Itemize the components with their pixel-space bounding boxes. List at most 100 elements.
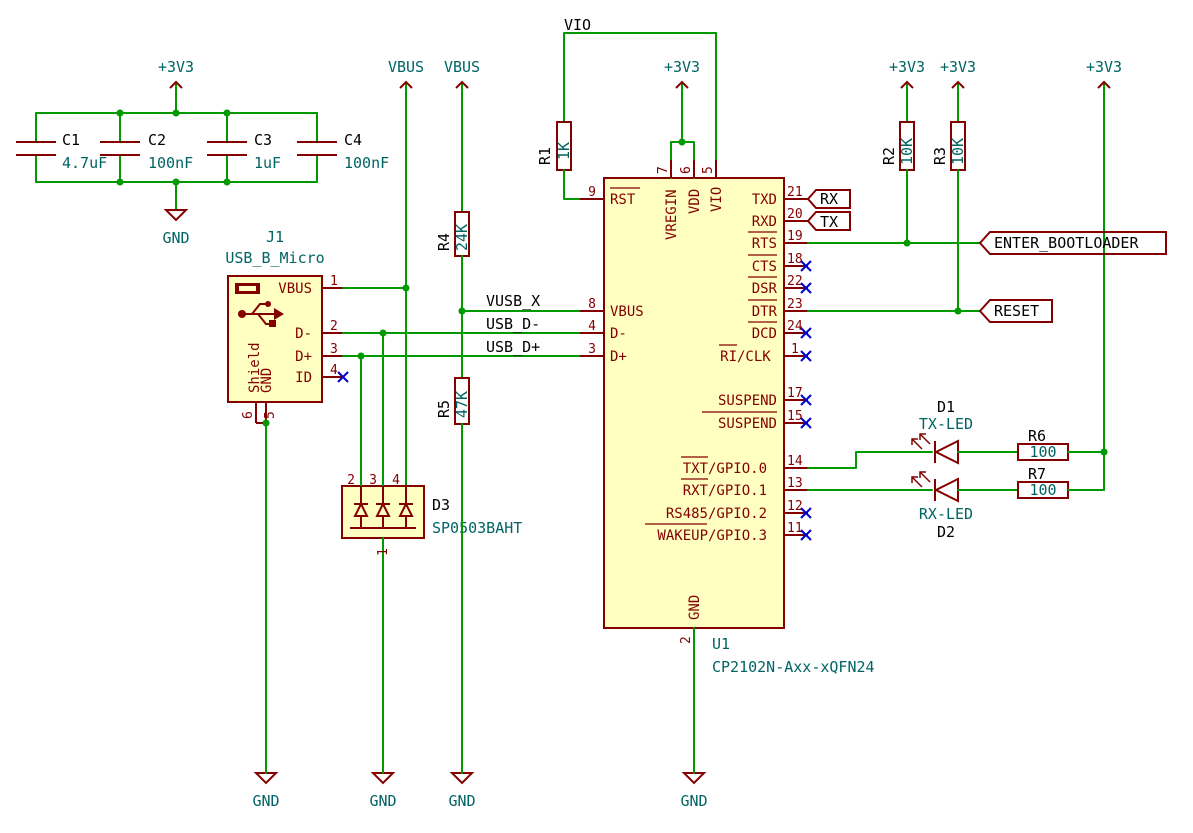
gnd-label-caps: GND xyxy=(162,229,189,247)
power-3v3-label-leds: +3V3 xyxy=(1086,58,1122,76)
c1-ref: C1 xyxy=(62,131,80,149)
j1-ref: J1 xyxy=(266,228,284,246)
d2-value: RX-LED xyxy=(919,505,973,523)
c2-value: 100nF xyxy=(148,154,193,172)
net-usb-dp: USB_D+ xyxy=(486,338,540,356)
u1-pin-dcd-name: DCD xyxy=(752,326,777,342)
u1-pin-clk-name: /CLK xyxy=(737,349,771,365)
r4-value: 24K xyxy=(453,224,471,251)
vio-net-label: VIO xyxy=(564,16,591,34)
u1-pin-13-num: 13 xyxy=(787,476,803,491)
d3-pin-2-num: 2 xyxy=(347,473,355,488)
resistor-r3 xyxy=(807,121,981,315)
r6-ref: R6 xyxy=(1028,427,1046,445)
power-symbol-3v3-r3 xyxy=(951,80,965,123)
u1-pin-14-num: 14 xyxy=(787,454,803,469)
label-tx-text: TX xyxy=(820,213,838,231)
u1-pin-9-num: 9 xyxy=(588,185,596,200)
u1-pin-gpio0-name: /GPIO.0 xyxy=(708,461,767,477)
u1-pin-gpio3-name: /GPIO.3 xyxy=(708,528,767,544)
u1-pin-11-num: 11 xyxy=(787,521,803,536)
c4-ref: C4 xyxy=(344,131,362,149)
u1-value: CP2102N-Axx-xQFN24 xyxy=(712,658,875,676)
label-reset xyxy=(978,299,1053,323)
u1-pin-nsuspend-name: SUSPEND xyxy=(718,416,777,432)
u1-ref: U1 xyxy=(712,635,730,653)
c2-ref: C2 xyxy=(148,131,166,149)
u1-pin-1-num: 1 xyxy=(791,342,799,357)
power-symbol-3v3-r2 xyxy=(900,80,914,123)
gnd-label-j1: GND xyxy=(252,792,279,810)
led-d1 xyxy=(807,433,1019,469)
u1-pin-8-num: 8 xyxy=(588,297,596,312)
j1-pin-1-num: 1 xyxy=(330,274,338,289)
u1-pin-4-num: 4 xyxy=(588,319,596,334)
u1-pin-ri-name: RI xyxy=(720,349,737,365)
u1-pin-rts-name: RTS xyxy=(752,236,777,252)
u1-pin-18-num: 18 xyxy=(787,252,803,267)
j1-pin-shield-name: Shield xyxy=(247,342,263,393)
u1-pin-19-num: 19 xyxy=(787,229,803,244)
capacitor-bank xyxy=(16,81,337,211)
u1-pin-dp-name: D+ xyxy=(610,349,627,365)
c3-ref: C3 xyxy=(254,131,272,149)
j1-pin-4-num: 4 xyxy=(330,363,338,378)
tvs-d3 xyxy=(341,332,425,774)
c3-value: 1uF xyxy=(254,154,281,172)
c1-value: 4.7uF xyxy=(62,154,107,172)
gnd-label-u1: GND xyxy=(680,792,707,810)
j1-pin-3-num: 3 xyxy=(330,342,338,357)
j1-pin-id-name: ID xyxy=(295,370,312,386)
power-vbus-label-2: VBUS xyxy=(444,58,480,76)
u1-pin-2-num: 2 xyxy=(679,636,694,644)
u1-pin-vdd-name: VDD xyxy=(687,189,703,214)
net-usb-dm: USB_D- xyxy=(486,315,540,333)
label-enter-bootloader xyxy=(978,231,1167,255)
j1-pin-5-num: 5 xyxy=(263,411,278,419)
j1-wiring xyxy=(262,284,601,774)
r6-value: 100 xyxy=(1029,443,1056,461)
gnd-label-d3: GND xyxy=(369,792,396,810)
d3-value: SP0503BAHT xyxy=(432,519,522,537)
j1-pin-dp-name: D+ xyxy=(295,349,312,365)
resistor-r6 xyxy=(1017,443,1108,461)
u1-pin-20-num: 20 xyxy=(787,207,803,222)
resistor-r7 xyxy=(1017,481,1105,499)
power-3v3-label-caps: +3V3 xyxy=(158,58,194,76)
u1-pin-22-num: 22 xyxy=(787,274,803,289)
u1-pin-6-num: 6 xyxy=(679,166,694,174)
j1-pin-2-num: 2 xyxy=(330,319,338,334)
j1-pin-dm-name: D- xyxy=(295,326,312,342)
j1-pin-vbus-name: VBUS xyxy=(278,281,312,297)
u1-pin-dsr-name: DSR xyxy=(752,281,778,297)
u1-pin-txd-name: TXD xyxy=(752,192,777,208)
u1-pin-3-num: 3 xyxy=(588,342,596,357)
power-vbus-label-1: VBUS xyxy=(388,58,424,76)
u1-pin-rxd-name: RXD xyxy=(752,214,777,230)
r3-value: 10K xyxy=(949,138,967,165)
r1-value: 1K xyxy=(555,142,573,160)
u1-pin-txt-name: TXT xyxy=(683,461,709,477)
label-rx xyxy=(806,189,851,209)
j1-pin-gnd-name: GND xyxy=(259,368,275,393)
d1-value: TX-LED xyxy=(919,415,973,433)
j1-pin-6-num: 6 xyxy=(241,411,256,419)
d3-ref: D3 xyxy=(432,496,450,514)
u1-pin-17-num: 17 xyxy=(787,386,803,401)
u1-pin-gpio1-name: /GPIO.1 xyxy=(708,483,767,499)
power-3v3-label-r2: +3V3 xyxy=(889,58,925,76)
u1-pin-vbus-name: VBUS xyxy=(610,304,644,320)
power-symbol-vbus-2 xyxy=(455,80,469,213)
label-tx xyxy=(806,211,851,231)
u1-pin-dtr-name: DTR xyxy=(752,304,778,320)
c4-value: 100nF xyxy=(344,154,389,172)
r4-ref: R4 xyxy=(435,233,453,251)
u1-pin-suspend-name: SUSPEND xyxy=(718,393,777,409)
ic-u1 xyxy=(580,138,808,774)
u1-pin-gpio2-name: /GPIO.2 xyxy=(708,506,767,522)
net-vusb-x: VUSB_X xyxy=(486,292,540,310)
u1-pin-21-num: 21 xyxy=(787,185,803,200)
u1-pin-dm-name: D- xyxy=(610,326,627,342)
d3-pin-3-num: 3 xyxy=(369,473,377,488)
